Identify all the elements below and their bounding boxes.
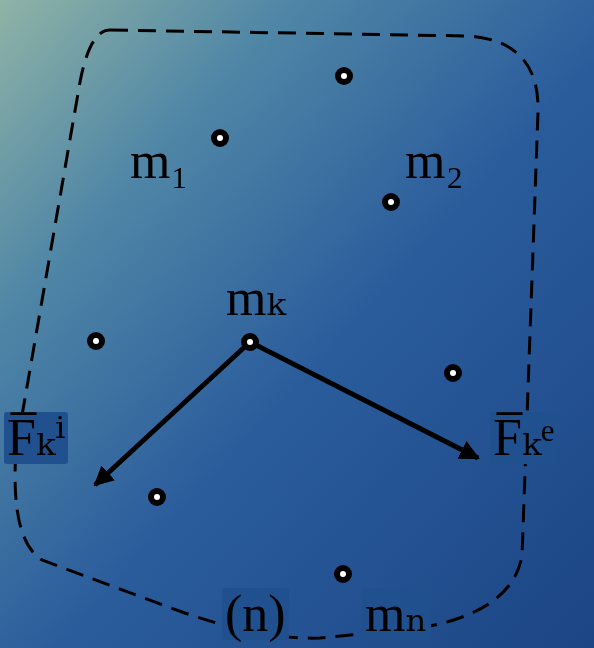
dashed-boundary [15,30,538,638]
mass-label: m₂ [405,135,464,187]
external-force-arrow [250,342,478,458]
mass-label: mₙ [362,588,431,640]
internal-force-arrow [95,342,250,485]
point-mk [241,333,259,351]
mass-label: mₖ [226,272,285,324]
mass-label: m₁ [130,135,189,187]
force-label: F̅ₖⁱ [4,412,68,464]
force-label: F̅ₖᵉ [490,412,557,464]
point-mk-center [247,339,253,345]
system-label: (n) [222,588,289,640]
